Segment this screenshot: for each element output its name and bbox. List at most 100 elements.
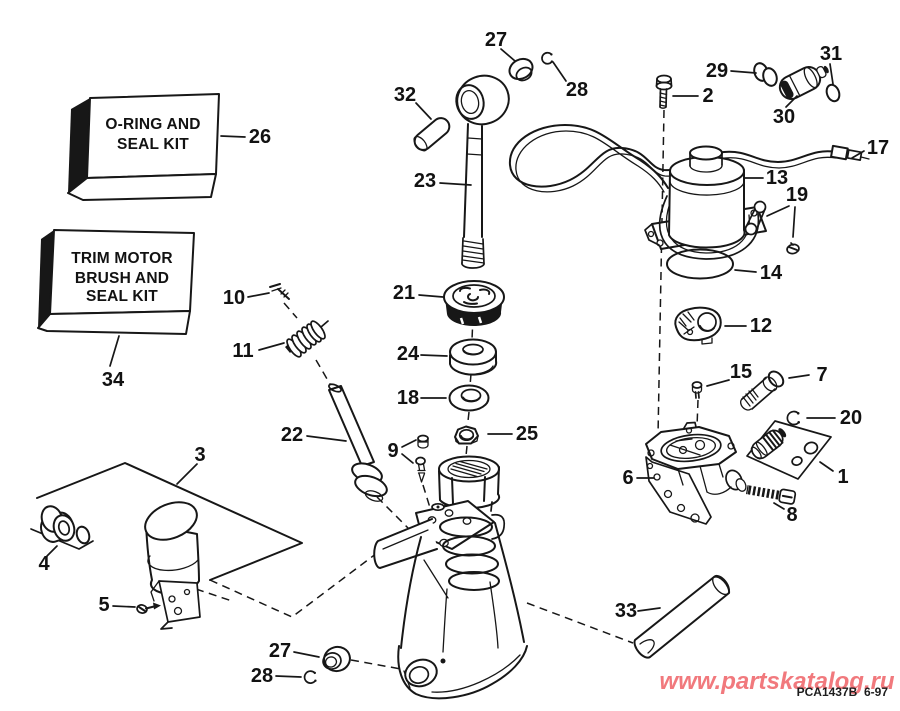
- callout-label: 9: [387, 440, 398, 462]
- callout-12: 12: [724, 315, 772, 337]
- callout-13: 13: [743, 167, 788, 189]
- callout-label: 22: [281, 424, 303, 446]
- callout-label: 23: [414, 170, 436, 192]
- part-29-bushing: [753, 62, 778, 87]
- callout-label: 12: [750, 315, 772, 337]
- callout-23: 23: [414, 170, 472, 192]
- callout-8: 8: [773, 502, 798, 526]
- callout-31: 31: [820, 43, 842, 85]
- callout-30: 30: [773, 95, 798, 128]
- part-14-oring: [666, 248, 734, 280]
- harness-connector: [830, 144, 870, 162]
- callout-label: 11: [232, 340, 253, 362]
- callout-7: 7: [788, 364, 828, 386]
- callout-label: 19: [786, 184, 808, 206]
- part-15-valve: [691, 381, 703, 399]
- part-24-spacer-ring: [449, 338, 498, 376]
- part-4-bushing-oring: [40, 505, 91, 545]
- part-10-brush-screw: [269, 283, 290, 300]
- callout-label: 34: [102, 369, 125, 391]
- part-28-upper-retaining-ring: [541, 51, 554, 65]
- part-7-bolt: [740, 370, 785, 411]
- plate-code: PCA1437B 6-97: [797, 685, 889, 699]
- callout-label: 27: [485, 29, 507, 51]
- part-19-release-lever: [744, 200, 800, 255]
- callout-28-upper: 28: [552, 61, 588, 101]
- part-5-screw: [136, 602, 161, 614]
- kit-box-oring-seal: O-RING AND SEAL KIT: [67, 93, 220, 201]
- part-12-pump-cover: [674, 306, 722, 345]
- callout-20: 20: [806, 407, 862, 429]
- part-13-trim-motor: [644, 145, 767, 260]
- part-23-tilt-shaft: [455, 74, 510, 269]
- callout-label: 5: [98, 594, 109, 616]
- callout-label: 6: [622, 467, 633, 489]
- callout-label: 3: [194, 444, 205, 466]
- callout-25: 25: [487, 423, 538, 445]
- watermark-text: www.partskatalog.ru: [659, 668, 895, 695]
- kit26-line1: O-RING AND: [105, 116, 200, 133]
- callout-34: 34: [102, 335, 125, 391]
- callout-label: 28: [566, 79, 588, 101]
- callout-label: 17: [867, 137, 889, 159]
- part-11-brush-spring: [285, 320, 329, 358]
- kit34-line2: BRUSH AND: [75, 270, 169, 287]
- callout-label: 20: [840, 407, 862, 429]
- callout-29: 29: [706, 60, 757, 82]
- callout-label: 28: [251, 665, 273, 687]
- callout-label: 30: [773, 106, 795, 128]
- part-18-washer: [448, 384, 490, 412]
- callout-2: 2: [672, 85, 714, 107]
- part-8-screw: [746, 485, 797, 505]
- callout-label: 26: [249, 126, 271, 148]
- callout-5: 5: [98, 594, 136, 616]
- callout-label: 29: [706, 60, 728, 82]
- callout-label: 2: [702, 85, 713, 107]
- part-32-pin: [413, 117, 451, 152]
- callout-17: 17: [851, 137, 889, 159]
- part-9-valve-pieces: [415, 434, 429, 483]
- part-1-valve-gasket-kit: [746, 420, 832, 480]
- callout-22: 22: [281, 424, 347, 446]
- callout-label: 7: [816, 364, 827, 386]
- part-31-oring: [825, 83, 841, 103]
- callout-27-lower: 27: [269, 640, 320, 662]
- callout-9: 9: [387, 439, 417, 464]
- part-28-lower-retaining-ring: [303, 670, 317, 684]
- callout-label: 21: [393, 282, 415, 304]
- callout-label: 18: [397, 387, 419, 409]
- callout-label: 13: [766, 167, 788, 189]
- part-17-wire-harness: [508, 124, 870, 193]
- callout-label: 27: [269, 640, 291, 662]
- kit34-line3: SEAL KIT: [86, 288, 158, 305]
- callout-label: 31: [820, 43, 842, 65]
- callout-label: 32: [394, 84, 416, 106]
- part-27-lower-bushing: [322, 645, 351, 673]
- part-20-retaining-ring: [786, 410, 800, 426]
- part-6-manifold: [645, 421, 747, 525]
- callout-14: 14: [734, 262, 783, 284]
- callout-27-upper: 27: [485, 29, 516, 62]
- callout-4: 4: [38, 545, 58, 575]
- part-21-reservoir-cap: [443, 280, 505, 327]
- callout-18: 18: [397, 387, 447, 409]
- callout-28-lower: 28: [251, 665, 302, 687]
- part-27-upper-bushing: [508, 57, 534, 82]
- callout-label: 10: [223, 287, 245, 309]
- alignment-dashed-lines: [195, 109, 699, 670]
- reservoir-canister: [144, 501, 201, 630]
- callout-21: 21: [393, 282, 444, 304]
- callout-label: 24: [397, 343, 420, 365]
- part-2-screw: [655, 74, 673, 109]
- part-30-valve-body: [778, 65, 829, 100]
- part-22-shock-rod: [328, 383, 388, 502]
- kit-box-trim-motor-brush-seal: TRIM MOTOR BRUSH AND SEAL KIT: [37, 229, 195, 335]
- callout-label: 14: [760, 262, 783, 284]
- callout-24: 24: [397, 343, 448, 365]
- callout-label: 25: [516, 423, 538, 445]
- callout-19: 19: [766, 184, 808, 238]
- callout-26: 26: [220, 126, 271, 148]
- callout-label: 1: [837, 466, 848, 488]
